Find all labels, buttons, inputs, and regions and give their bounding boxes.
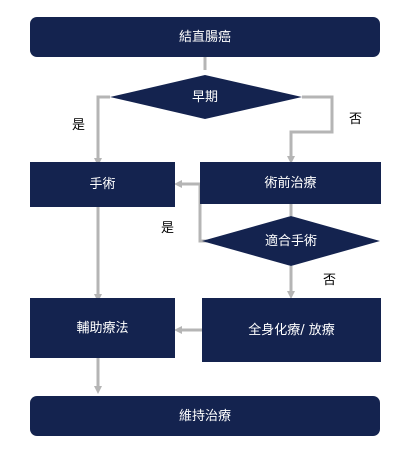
node-adjuvant-therapy: 輔助療法 <box>30 298 175 358</box>
edge-label-no-early: 否 <box>349 112 363 127</box>
decision-surgery-ok-shape <box>202 216 380 266</box>
node-colorectal-cancer-label: 結直腸癌 <box>178 29 231 45</box>
node-preop-therapy: 術前治療 <box>200 162 381 204</box>
node-systemic-chemo-radio: 全身化療/ 放療 <box>202 298 381 362</box>
edge-label-yes-surgery-ok: 是 <box>161 221 175 236</box>
decision-early-label: 早期 <box>191 89 218 105</box>
node-maintenance-therapy-label: 維持治療 <box>178 408 231 424</box>
node-maintenance-therapy: 維持治療 <box>30 396 380 436</box>
node-surgery-label: 手術 <box>89 177 116 192</box>
edge-label-no-surgery-ok: 否 <box>323 273 337 288</box>
node-preop-therapy-label: 術前治療 <box>264 175 317 191</box>
node-surgery: 手術 <box>30 162 175 207</box>
connector-early-yes-to-surgery <box>94 95 110 166</box>
node-systemic-chemo-radio-label: 全身化療/ 放療 <box>248 322 335 338</box>
node-colorectal-cancer: 結直腸癌 <box>30 17 380 57</box>
edge-label-yes-early: 是 <box>72 118 86 133</box>
decision-early-shape <box>110 75 302 119</box>
connector-early-no-to-preop <box>287 95 334 164</box>
node-adjuvant-therapy-label: 輔助療法 <box>76 320 129 336</box>
decision-surgery-ok-label: 適合手術 <box>264 233 317 249</box>
